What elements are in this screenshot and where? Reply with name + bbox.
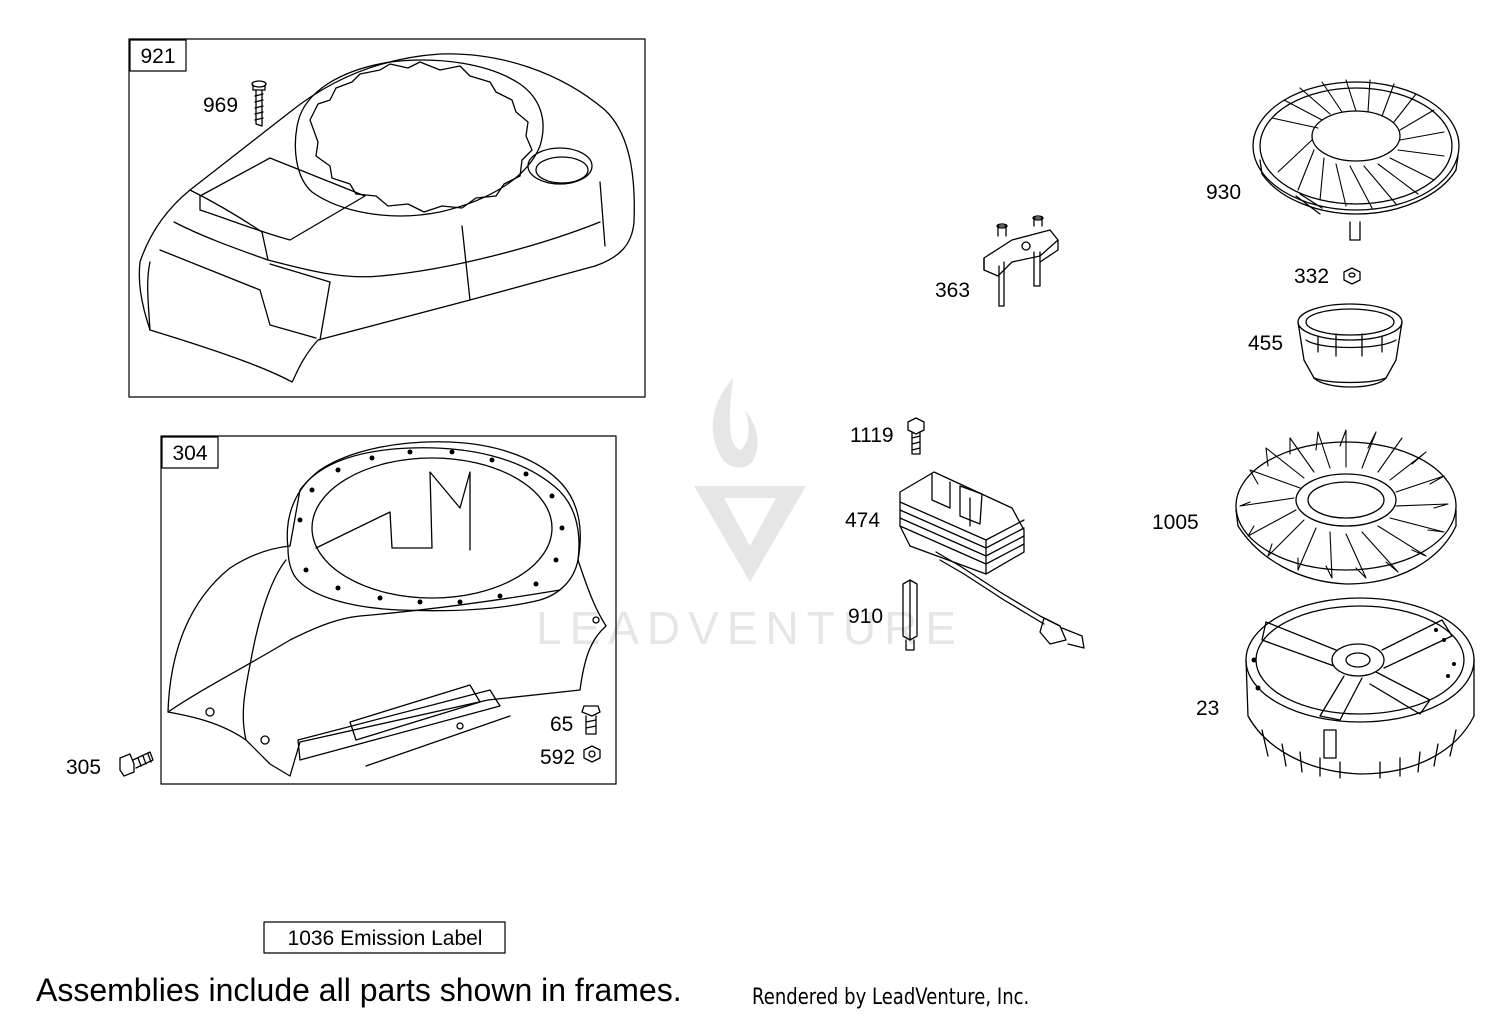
label-332: 332 xyxy=(1294,265,1329,288)
watermark-text: LEADVENTURE xyxy=(536,602,964,654)
frame-921-tag xyxy=(129,39,187,72)
screw-65-icon xyxy=(581,705,601,735)
frame-921: 921 xyxy=(128,38,646,398)
label-23: 23 xyxy=(1196,697,1219,720)
frame-921-label: 921 xyxy=(140,45,175,68)
flywheel-23-icon xyxy=(1245,597,1475,779)
emission-label-box: 1036 Emission Label xyxy=(263,921,506,954)
armature-474-icon xyxy=(899,471,1085,649)
bracket-363-icon xyxy=(983,215,1059,307)
watermark-logo: LEADVENTURE xyxy=(536,378,964,654)
label-305: 305 xyxy=(66,756,101,779)
label-474: 474 xyxy=(845,509,880,532)
rendered-by-credit: Rendered by LeadVenture, Inc. xyxy=(752,985,1030,1010)
label-1005: 1005 xyxy=(1152,511,1199,534)
emission-label-text: 1036 Emission Label xyxy=(288,927,483,950)
label-969: 969 xyxy=(203,94,238,117)
housing-holes xyxy=(297,449,565,605)
label-363: 363 xyxy=(935,279,970,302)
label-910: 910 xyxy=(848,605,883,628)
nut-332-icon xyxy=(1343,267,1361,285)
nut-592-icon xyxy=(583,745,601,763)
label-65: 65 xyxy=(550,713,573,736)
frame-304-label: 304 xyxy=(172,442,207,465)
screw-969-icon xyxy=(251,80,267,127)
fan-1005-icon xyxy=(1235,429,1457,585)
frame-304-tag xyxy=(161,436,219,469)
starter-cup-455-icon xyxy=(1297,303,1403,388)
label-930: 930 xyxy=(1206,181,1241,204)
stud-910-icon xyxy=(902,579,918,651)
screen-930-icon xyxy=(1252,79,1460,241)
screw-305-icon xyxy=(119,751,154,777)
screw-1119-icon xyxy=(907,417,925,455)
frame-304: 304 xyxy=(160,435,617,785)
assemblies-note: Assemblies include all parts shown in fr… xyxy=(36,972,682,1008)
label-1119: 1119 xyxy=(850,424,894,447)
label-592: 592 xyxy=(540,746,575,769)
blower-cover-part xyxy=(138,53,635,383)
blower-housing-part xyxy=(167,441,607,777)
label-455: 455 xyxy=(1248,332,1283,355)
